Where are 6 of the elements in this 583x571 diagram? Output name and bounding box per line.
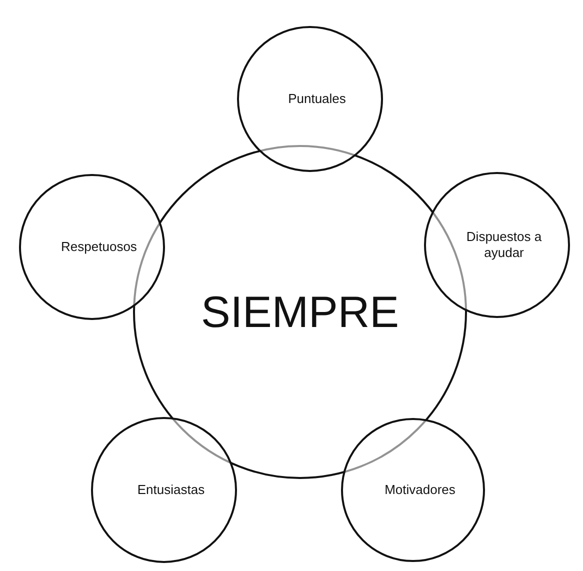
- circle-label: Dispuestos a ayudar: [465, 228, 543, 262]
- circle-label: Motivadores: [384, 482, 456, 498]
- center-title: SIEMPRE: [200, 286, 400, 338]
- circle-label: Puntuales: [287, 90, 347, 108]
- circle-label: Entusiastas: [136, 482, 206, 498]
- circle-label: Respetuosos: [60, 238, 138, 256]
